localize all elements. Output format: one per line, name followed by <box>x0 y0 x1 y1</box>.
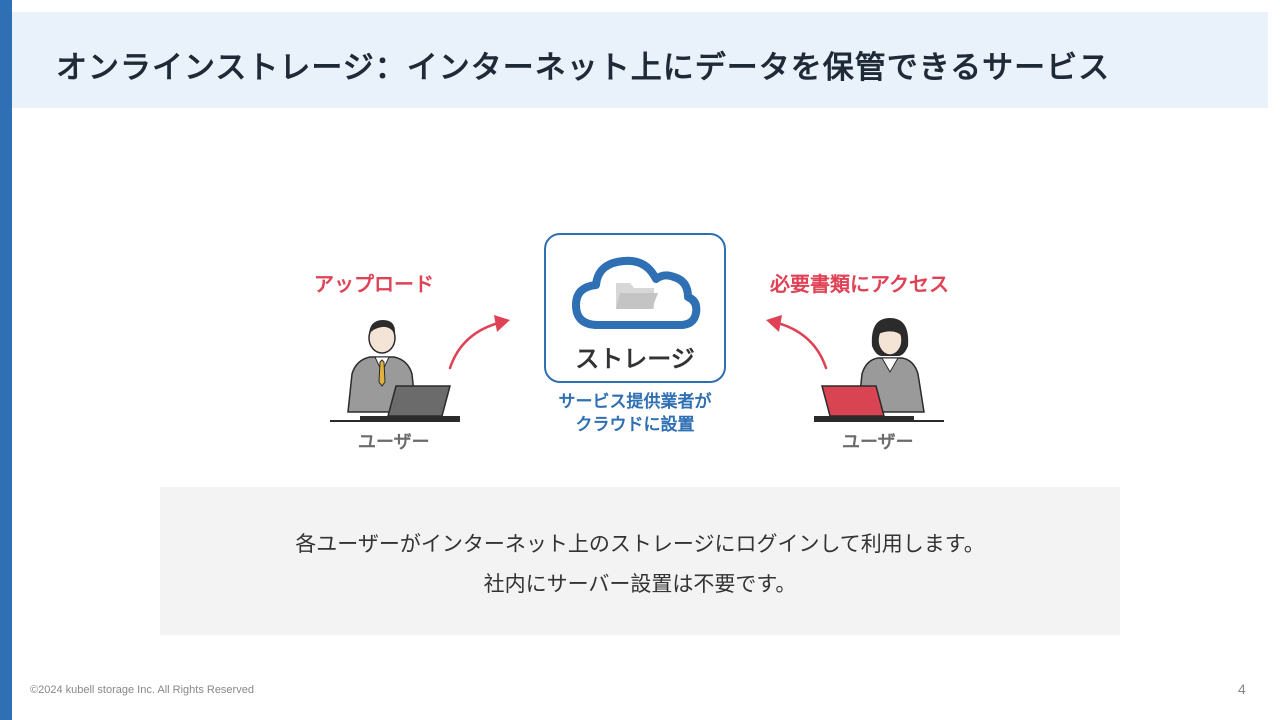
page-number: 4 <box>1238 681 1246 697</box>
upload-label: アップロード <box>314 272 434 296</box>
info-line-1: 各ユーザーがインターネット上のストレージにログインして利用します。 <box>295 532 985 556</box>
right-user-caption: ユーザー <box>842 432 914 453</box>
provider-note-line1: サービス提供業者が <box>558 392 712 412</box>
left-accent-bar <box>0 0 12 720</box>
storage-box: ストレージ <box>544 233 726 383</box>
access-arrow-icon <box>766 315 828 370</box>
page-title: オンラインストレージ：インターネット上にデータを保管できるサービス <box>56 50 1111 86</box>
upload-arrow-icon <box>448 315 510 370</box>
footer-copyright: ©2024 kubell storage Inc. All Rights Res… <box>30 684 254 696</box>
title-band: オンラインストレージ：インターネット上にデータを保管できるサービス <box>12 12 1268 108</box>
folder-icon <box>616 283 658 309</box>
user-man-laptop-icon <box>330 320 460 422</box>
user-woman-laptop-icon <box>814 318 944 422</box>
access-label: 必要書類にアクセス <box>770 272 949 296</box>
provider-note-line2: クラウドに設置 <box>575 415 695 435</box>
info-line-2: 社内にサーバー設置は不要です。 <box>483 572 797 596</box>
storage-label: ストレージ <box>575 345 695 373</box>
left-user-caption: ユーザー <box>358 432 430 453</box>
info-box: 各ユーザーがインターネット上のストレージにログインして利用します。 社内にサーバ… <box>160 487 1120 635</box>
